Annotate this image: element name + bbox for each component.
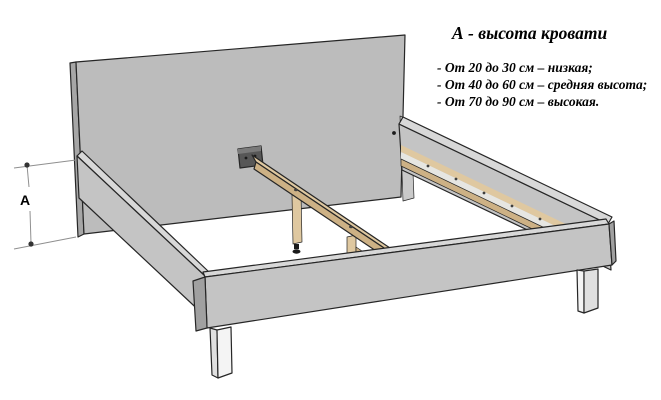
dimension-extension-top bbox=[13, 159, 77, 169]
list-item-high: - От 70 до 90 см – высокая. bbox=[437, 94, 600, 109]
dimension-line-lower bbox=[29, 210, 32, 244]
dimension-marker-A bbox=[13, 159, 77, 250]
diagram-title: А - высота кровати bbox=[452, 23, 608, 43]
beam-hole-icon bbox=[349, 225, 353, 229]
adjustable-foot-disc bbox=[292, 249, 301, 254]
height-ranges-list: - От 20 до 30 см – низкая; - От 40 до 60… bbox=[437, 59, 647, 110]
rear-right-leg bbox=[576, 268, 599, 314]
footboard-front-face bbox=[204, 223, 613, 329]
dimension-dot-bottom bbox=[28, 241, 34, 247]
dimension-dot-top bbox=[24, 162, 30, 168]
beam-hole-icon bbox=[294, 188, 298, 192]
footboard-right-end-cap bbox=[608, 220, 617, 266]
ledge-middle-strip bbox=[401, 152, 572, 241]
beam-bracket-top bbox=[238, 146, 261, 154]
footboard-left-end-cap bbox=[192, 276, 208, 332]
dimension-label-A: A bbox=[20, 192, 31, 208]
front-left-leg bbox=[209, 326, 233, 379]
bracket-screw-icon bbox=[244, 156, 248, 160]
dimension-line-upper bbox=[26, 164, 30, 188]
footboard bbox=[192, 218, 617, 332]
ledge-screw-holes bbox=[426, 164, 542, 221]
list-item-low: - От 20 до 30 см – низкая; bbox=[437, 60, 593, 75]
dimension-extension-bottom bbox=[13, 236, 77, 250]
rail-bolt-icon bbox=[392, 131, 396, 135]
list-item-medium: - От 40 до 60 см – средняя высота; bbox=[437, 77, 648, 92]
adjustable-foot-stem bbox=[294, 244, 299, 249]
ledge-wood-strip-upper bbox=[401, 145, 572, 234]
